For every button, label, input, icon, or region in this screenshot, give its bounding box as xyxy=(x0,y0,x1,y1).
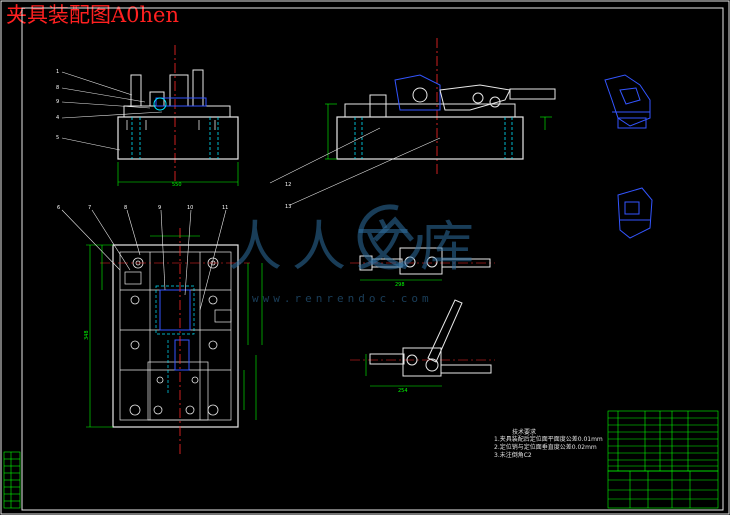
leader-label: 10 xyxy=(187,205,193,211)
clamp2-length-dim: 254 xyxy=(398,388,408,394)
watermark-text: 人人文库 xyxy=(228,215,484,278)
detail-view-2 xyxy=(617,187,653,239)
detail-view-1 xyxy=(604,74,651,129)
clamp1-length-dim: 298 xyxy=(395,282,405,288)
note-line: 3.未注倒角C2 xyxy=(494,452,532,459)
inner-frame xyxy=(21,7,724,511)
title-block xyxy=(607,470,719,509)
revision-block xyxy=(3,451,21,509)
leader-label: 4 xyxy=(56,115,59,121)
technical-notes: 技术要求 1.夹具装配后定位面平面度公差0.01mm 2.定位销与定位面垂直度公… xyxy=(494,429,603,460)
leader-label: 9 xyxy=(56,99,59,105)
leader-label: 1 xyxy=(56,69,59,75)
leader-label: 5 xyxy=(56,135,59,141)
front-view xyxy=(61,45,239,186)
note-line: 2.定位销与定位面垂直度公差0.02mm xyxy=(494,444,597,451)
plan-height-dim: 348 xyxy=(84,330,90,340)
leader-label: 12 xyxy=(285,182,291,188)
leader-label: 13 xyxy=(285,204,291,210)
plan-view xyxy=(61,209,263,455)
drawing-title: 夹具装配图A0hen xyxy=(6,3,180,27)
leader-label: 9 xyxy=(158,205,161,211)
watermark-url: www.renrendoc.com xyxy=(252,292,433,305)
watermark-logo xyxy=(357,204,423,270)
front-view-leader-labels: 1 8 9 4 5 xyxy=(56,69,59,141)
toggle-clamp-2 xyxy=(350,299,495,387)
plan-view-leader-labels: 6 7 8 9 10 11 xyxy=(57,205,228,211)
front-width-dim: 550 xyxy=(172,182,182,188)
side-view-leader-labels: 12 13 xyxy=(285,182,291,210)
note-line: 1.夹具装配后定位面平面度公差0.01mm xyxy=(494,436,603,443)
leader-label: 6 xyxy=(57,205,60,211)
side-view xyxy=(269,38,556,206)
parts-list xyxy=(607,410,719,472)
notes-heading: 技术要求 xyxy=(512,429,537,436)
leader-label: 7 xyxy=(88,205,91,211)
leader-label: 8 xyxy=(124,205,127,211)
leader-label: 8 xyxy=(56,85,59,91)
leader-label: 11 xyxy=(222,205,228,211)
